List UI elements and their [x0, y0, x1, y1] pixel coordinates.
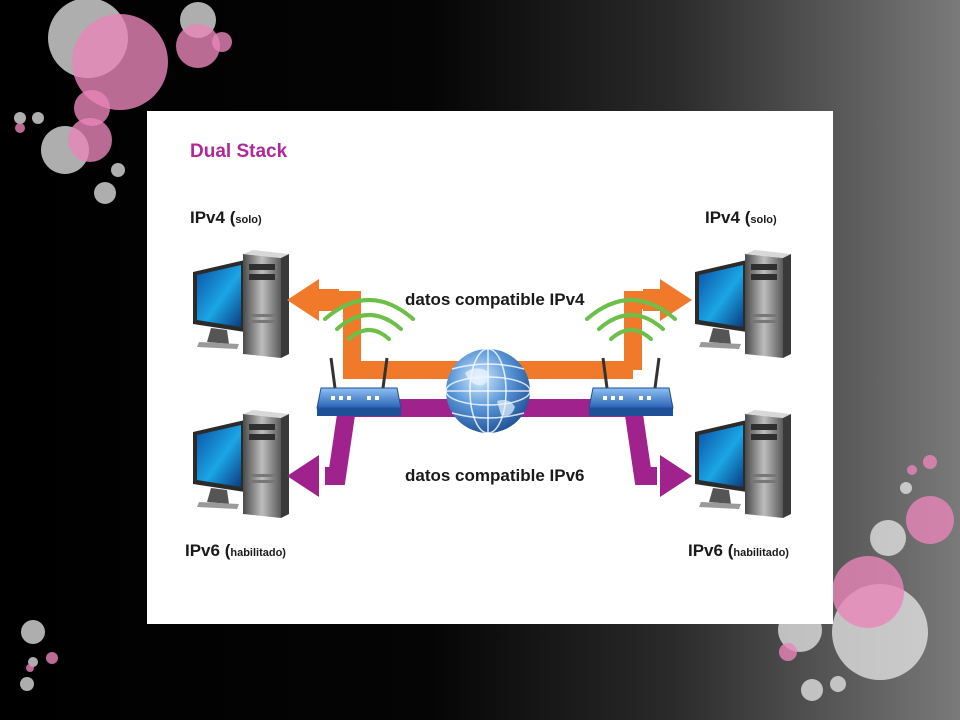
diagram-panel: Dual Stack IPv4 (solo) IPv4 (solo) IPv6 …	[147, 111, 833, 624]
flow-label-ipv6: datos compatible IPv6	[405, 466, 585, 485]
network-diagram	[193, 250, 791, 518]
computer-ipv4-right	[695, 250, 791, 358]
label-ipv6-left: IPv6 (habilitado)	[185, 541, 286, 560]
diagram-title: Dual Stack	[190, 141, 288, 162]
computer-ipv6-left	[193, 410, 289, 518]
computer-ipv6-right	[695, 410, 791, 518]
flow-label-ipv4: datos compatible IPv4	[405, 290, 585, 309]
computer-ipv4-left	[193, 250, 289, 358]
label-ipv6-right: IPv6 (habilitado)	[688, 541, 789, 560]
label-ipv4-right: IPv4 (solo)	[705, 208, 777, 227]
internet-globe-icon	[445, 348, 531, 434]
label-ipv4-left: IPv4 (solo)	[190, 208, 262, 227]
